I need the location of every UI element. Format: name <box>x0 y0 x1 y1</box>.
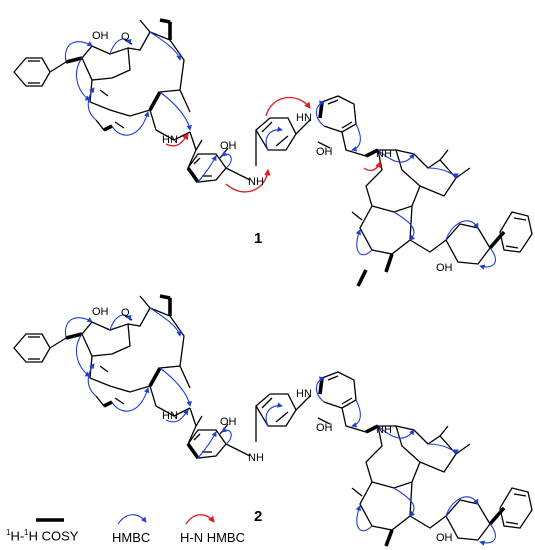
legend-hn-hmbc-arrow <box>185 514 215 525</box>
phenol-oh-label: OH <box>220 140 237 152</box>
hn-hmbc-arrows-1 <box>165 96 382 193</box>
amine-hn-label-2: HN <box>296 388 312 400</box>
carbonyl-oxygen-label: O <box>121 31 130 43</box>
central-phenyl-2 <box>255 393 311 442</box>
legend-cosy-text: 1H-1H COSY <box>6 528 78 543</box>
compound-1-structure <box>13 19 533 287</box>
hmbc-arrows-2 <box>64 307 496 546</box>
legend-hmbc-arrow <box>117 514 147 525</box>
phenol-oh-right-label: OH <box>316 146 333 158</box>
hmbc-arrows-1 <box>64 31 496 270</box>
amide-hydroxyphenyl-1 <box>187 131 251 183</box>
central-phenyl-1 <box>255 117 311 166</box>
amide-nh-label: HN <box>162 134 178 146</box>
compound-2-structure <box>13 295 533 547</box>
phenol-oh-right-label-2: OH <box>316 422 333 434</box>
amide-hydroxyphenyl-2 <box>187 407 251 459</box>
amine-nh-label-2: NH <box>248 452 264 464</box>
legend-cosy-sup: 1 <box>24 528 29 537</box>
legend-hn-hmbc-text: H-N HMBC <box>180 530 245 545</box>
legend-cosy-mid: H- <box>10 528 25 544</box>
amine-hn-label: HN <box>296 112 312 124</box>
benzyl-ring-right-1 <box>499 211 533 253</box>
hydroxyl-label: OH <box>92 30 109 42</box>
phenol-oh-label-2: OH <box>220 416 237 428</box>
amide-nh-label-2: HN <box>162 410 178 422</box>
hydroxyl-right-label: OH <box>436 262 453 274</box>
amine-nh-label: NH <box>248 176 264 188</box>
amide-nh-right-label-2: NH <box>376 424 392 436</box>
hydroxyl-label-2: OH <box>92 306 109 318</box>
cosy-bonds-2 <box>65 294 506 547</box>
legend-cosy-prefix: 1 <box>6 528 11 537</box>
benzyl-ring-1 <box>13 57 67 87</box>
macrocycle-left-2 <box>65 295 191 417</box>
compound-1-label: 1 <box>254 230 263 247</box>
compound-2-label: 2 <box>254 508 263 525</box>
benzyl-ring-2 <box>13 333 67 363</box>
legend-cosy-suffix: H COSY <box>28 528 79 544</box>
benzyl-ring-right-2 <box>499 487 533 529</box>
legend-graphics <box>36 514 215 525</box>
legend-hmbc-text: HMBC <box>112 530 151 545</box>
carbonyl-oxygen-label-2: O <box>121 307 130 319</box>
hydroxyl-right-label-2: OH <box>436 532 453 544</box>
cosy-bonds-1 <box>65 18 506 287</box>
macrocycle-left-1 <box>65 19 191 141</box>
amide-nh-right-label: NH <box>376 148 392 160</box>
macrocycle-right-1 <box>351 149 505 287</box>
